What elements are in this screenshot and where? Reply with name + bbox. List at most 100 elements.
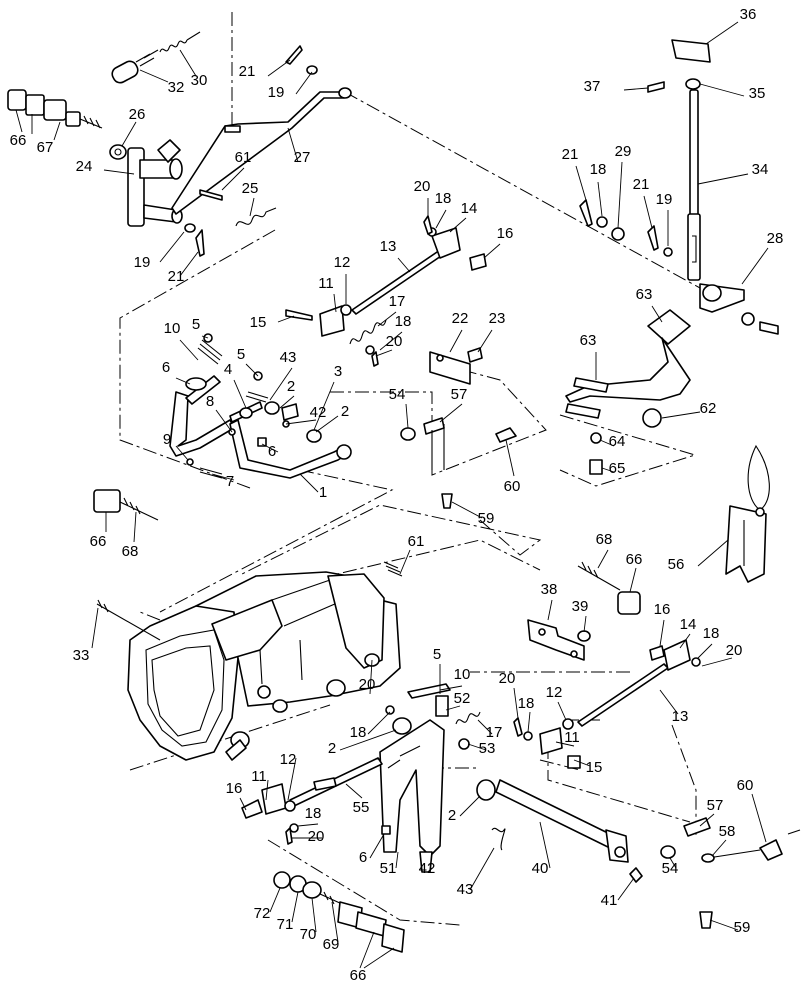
callout-1: 1: [319, 484, 327, 501]
callout-18: 18: [350, 724, 367, 741]
callout-64: 64: [609, 433, 626, 450]
callout-6: 6: [359, 849, 367, 866]
callout-54: 54: [389, 386, 406, 403]
callout-26: 26: [129, 106, 146, 123]
small-fasteners-top: [184, 45, 318, 257]
callout-56: 56: [668, 556, 685, 573]
clutch-shaft-assembly: [169, 333, 352, 479]
callout-19: 19: [134, 254, 151, 271]
callout-21: 21: [562, 146, 579, 163]
callout-23: 23: [489, 310, 506, 327]
hitch-pin-56: [725, 444, 770, 583]
callout-51: 51: [380, 860, 397, 877]
callout-38: 38: [541, 581, 558, 598]
callout-15: 15: [250, 314, 267, 331]
callout-34: 34: [752, 161, 769, 178]
callout-21: 21: [239, 63, 256, 80]
cable-60-lower: [660, 817, 801, 929]
callout-36: 36: [740, 6, 757, 23]
callout-17: 17: [389, 293, 406, 310]
linkage-rod-27: [171, 87, 352, 215]
rod-55: [241, 757, 383, 845]
callout-20: 20: [386, 333, 403, 350]
callout-29: 29: [615, 143, 632, 160]
callout-16: 16: [226, 780, 243, 797]
callout-2: 2: [287, 378, 295, 395]
callout-65: 65: [609, 460, 626, 477]
callout-53: 53: [479, 740, 496, 757]
callout-60: 60: [737, 777, 754, 794]
callout-61: 61: [408, 533, 425, 550]
callout-22: 22: [452, 310, 469, 327]
callout-66: 66: [10, 132, 27, 149]
crossbar-28: [699, 283, 779, 335]
callout-18: 18: [395, 313, 412, 330]
callout-18: 18: [435, 190, 452, 207]
fasteners-upper-right: [579, 199, 673, 257]
callout-42: 42: [419, 860, 436, 877]
callout-42: 42: [310, 404, 327, 421]
callout-28: 28: [767, 230, 784, 247]
bracket-38: [527, 619, 591, 661]
clutch-pedal-assembly: [379, 683, 481, 873]
callout-62: 62: [700, 400, 717, 417]
callout-8: 8: [206, 393, 214, 410]
left-cable-end: [7, 89, 103, 129]
callout-14: 14: [461, 200, 478, 217]
callout-63: 63: [580, 332, 597, 349]
callout-5: 5: [192, 316, 200, 333]
callout-63: 63: [636, 286, 653, 303]
callout-16: 16: [654, 601, 671, 618]
cross-shaft-40: [476, 779, 643, 883]
callout-37: 37: [584, 78, 601, 95]
lower-cable-end-66: [93, 489, 641, 615]
callout-11: 11: [251, 768, 267, 785]
callout-2: 2: [341, 403, 349, 420]
callout-27: 27: [294, 149, 311, 166]
callout-58: 58: [719, 823, 736, 840]
callout-5: 5: [433, 646, 441, 663]
callout-35: 35: [749, 85, 766, 102]
callout-59: 59: [478, 510, 495, 527]
callout-61: 61: [235, 149, 252, 166]
callout-60: 60: [504, 478, 521, 495]
callout-15: 15: [586, 759, 603, 776]
callout-2: 2: [448, 807, 456, 824]
callout-4: 4: [224, 361, 232, 378]
callout-12: 12: [546, 684, 563, 701]
callout-16: 16: [497, 225, 514, 242]
callout-14: 14: [680, 616, 697, 633]
callout-5: 5: [237, 346, 245, 363]
callout-55: 55: [353, 799, 370, 816]
lower-cable-end-stack: [273, 871, 405, 953]
callout-43: 43: [457, 881, 474, 898]
callout-59: 59: [734, 919, 751, 936]
brake-pedal-62: [565, 309, 691, 475]
callout-19: 19: [656, 191, 673, 208]
callout-24: 24: [76, 158, 93, 175]
callout-13: 13: [380, 238, 397, 255]
rod-13-upper: [285, 215, 487, 337]
bracket-22: [429, 347, 483, 385]
callout-18: 18: [703, 625, 720, 642]
callout-9: 9: [163, 431, 171, 448]
callout-19: 19: [268, 84, 285, 101]
callout-43: 43: [280, 349, 297, 366]
callout-71: 71: [277, 916, 294, 933]
leader-lines: [15, 21, 769, 969]
shift-lever-with-detent: [127, 139, 183, 227]
rod-13-lower: [513, 639, 701, 769]
callout-41: 41: [601, 892, 618, 909]
callout-11: 11: [318, 275, 334, 292]
callout-18: 18: [518, 695, 535, 712]
transmission-housing: [96, 561, 403, 761]
washer-26: [109, 144, 127, 160]
callout-66: 66: [626, 551, 643, 568]
callout-70: 70: [300, 926, 317, 943]
callout-68: 68: [596, 531, 613, 548]
callout-12: 12: [334, 254, 351, 271]
callout-33: 33: [73, 647, 90, 664]
